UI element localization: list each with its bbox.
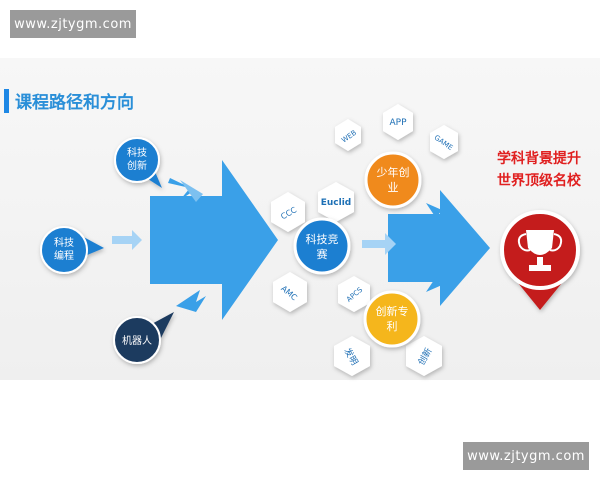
node-tech-programming-label-1: 科技 [54, 236, 74, 249]
node-tech-innovation: 科技 创新 [114, 137, 162, 188]
watermark-bottom: www.zjtygm.com [463, 442, 589, 470]
title-block: 课程路径和方向 [4, 88, 134, 113]
node-robotics: 机器人 [113, 312, 174, 364]
page-title: 课程路径和方向 [15, 93, 134, 113]
goal-line-2: 世界顶级名校 [497, 173, 581, 189]
chevron-right-upper [426, 203, 442, 218]
node-robotics-label: 机器人 [122, 334, 152, 347]
chevron-upper [168, 178, 195, 200]
hex-euclid-label: Euclid [321, 198, 352, 208]
hex-ccc: CCC [271, 192, 305, 232]
goal-line-1: 学科背景提升 [497, 151, 581, 167]
hex-amc: AMC [273, 272, 307, 312]
node-tech-innovation-label-1: 科技 [127, 146, 147, 159]
title-accent-bar [4, 88, 9, 113]
main-arrow-right [388, 190, 490, 306]
goal-text: 学科背景提升 世界顶级名校 [484, 148, 594, 192]
chevron-right-lower [426, 277, 442, 292]
chevron-mid [112, 230, 142, 250]
main-arrow-left [150, 160, 278, 320]
hex-game: GAME [430, 125, 458, 159]
node-tech-competition-label-2: 赛 [317, 247, 328, 261]
hex-web: WEB [335, 119, 361, 151]
hex-app-label: APP [389, 118, 407, 128]
hex-apcs: APCS [338, 276, 370, 312]
hex-innovation: 创新 [406, 336, 442, 376]
node-tech-competition-label-1: 科技竞 [306, 232, 339, 246]
node-youth-entrepreneurship: 少年创 业 [364, 151, 422, 209]
node-tech-innovation-label-2: 创新 [127, 159, 147, 172]
chevron-lower [176, 290, 206, 312]
chevron-upper-2 [180, 180, 203, 202]
hex-invention: 发明 [334, 336, 370, 376]
watermark-top: www.zjtygm.com [10, 10, 136, 38]
node-youth-entrepreneurship-label-1: 少年创 [377, 165, 410, 179]
hex-euclid: Euclid [318, 182, 354, 222]
node-tech-programming-label-2: 编程 [54, 249, 74, 262]
trophy-icon [517, 230, 563, 271]
node-innovation-patent-label-2: 利 [387, 320, 398, 333]
node-tech-competition: 科技竞 赛 [293, 217, 351, 275]
node-tech-programming: 科技 编程 [40, 226, 104, 274]
hex-app: APP [383, 104, 413, 140]
node-innovation-patent-label-1: 创新专 [376, 304, 409, 318]
node-youth-entrepreneurship-label-2: 业 [388, 181, 399, 194]
chevron-right-mid [362, 233, 396, 255]
node-innovation-patent: 创新专 利 [363, 290, 421, 348]
